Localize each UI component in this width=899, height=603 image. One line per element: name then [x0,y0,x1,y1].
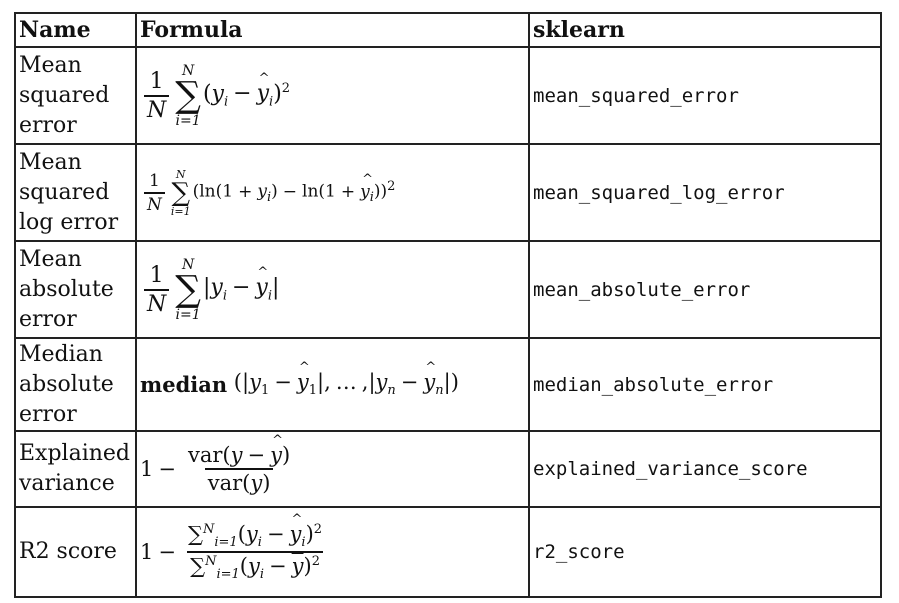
sklearn-function: r2_score [528,506,882,598]
metric-formula: 1 N N ∑ i=1 |yi−yi| [135,240,530,339]
metric-formula: 1 − var(y−y) var(y) [135,430,530,508]
header-name: Name [14,12,137,48]
table-row: R2 score 1 − ∑Ni=1(yi−yi)2 ∑Ni=1(yi−y)2 … [14,506,882,598]
exponent: 2 [311,554,320,569]
n-symbol: N [147,97,167,123]
ellipsis: … [335,370,357,395]
metric-formula: median (|y1−y1|,…,|yn−yn|) [135,337,530,432]
numerator: var(y−y) [185,433,293,468]
formula-medae: median (|y1−y1|,…,|yn−yn|) [140,360,525,398]
metric-name: Median absolute error [14,337,137,432]
denominator: var(y) [204,468,274,495]
sum-lower: i=1 [170,204,191,218]
formula-mae: 1 N N ∑ i=1 |yi−yi| [140,258,525,322]
sklearn-function: explained_variance_score [528,430,882,508]
exponent: 2 [387,179,396,195]
formula-explained-variance: 1 − var(y−y) var(y) [140,433,525,495]
numerator: 1 [149,170,160,191]
ln-operator: ln [302,182,319,203]
summation-symbol: N ∑ i=1 [175,256,201,323]
header-formula: Formula [135,12,530,48]
header-sklearn: sklearn [528,12,882,48]
numerator: 1 [149,262,164,288]
table-row: Mean squared log error 1 N N ∑ i=1 (ln(1… [14,143,882,242]
metric-name: Mean squared error [14,46,137,145]
denominator: N [144,94,170,123]
table-row: Mean squared error 1 N N ∑ i=1 (yi−yi)2 … [14,46,882,145]
denominator: N [144,288,170,317]
metric-name: Mean squared log error [14,143,137,242]
denominator: ∑Ni=1(yi−y)2 [187,551,323,582]
formula-msle: 1 N N ∑ i=1 (ln(1+yi)−ln(1+yi))2 [140,169,525,217]
formula-mse: 1 N N ∑ i=1 (yi−yi)2 [140,64,525,128]
fraction: 1 N [144,68,170,123]
table-row: Median absolute error median (|y1−y1|,…,… [14,337,882,432]
metric-formula: 1 − ∑Ni=1(yi−yi)2 ∑Ni=1(yi−y)2 [135,506,530,598]
metric-formula: 1 N N ∑ i=1 (yi−yi)2 [135,46,530,145]
fraction: ∑Ni=1(yi−yi)2 ∑Ni=1(yi−y)2 [185,512,325,582]
ln-operator: ln [199,182,216,203]
sklearn-function: mean_absolute_error [528,240,882,339]
fraction: 1 N [144,262,170,317]
fraction: var(y−y) var(y) [185,433,293,495]
metric-name: Mean absolute error [14,240,137,339]
summation-symbol: N ∑ i=1 [175,62,201,129]
var-operator: var [187,443,223,467]
var-operator: var [207,471,243,495]
numerator: ∑Ni=1(yi−yi)2 [185,512,325,551]
formula-r2: 1 − ∑Ni=1(yi−yi)2 ∑Ni=1(yi−y)2 [140,512,525,582]
sum-lower: i=1 [175,112,201,129]
sum-upper: N [205,554,217,569]
sum-upper: N [181,256,195,273]
table-row: Mean absolute error 1 N N ∑ i=1 |yi−yi| … [14,240,882,339]
sum-lower: i=1 [214,535,238,550]
exponent: 2 [313,521,323,537]
sum-lower: i=1 [175,306,201,323]
sklearn-function: mean_squared_error [528,46,882,145]
metric-name: Explained variance [14,430,137,508]
sum-upper: N [202,521,215,537]
sklearn-function: mean_squared_log_error [528,143,882,242]
summation-symbol: N ∑ i=1 [170,167,191,218]
denominator: N [144,191,165,215]
sum-lower: i=1 [216,567,240,583]
sum-upper: N [181,62,195,79]
one: 1 [140,457,154,481]
metric-formula: 1 N N ∑ i=1 (ln(1+yi)−ln(1+yi))2 [135,143,530,242]
exponent: 2 [281,81,291,97]
sum-upper: N [175,167,186,181]
median-operator: median [140,372,228,397]
table-row: Explained variance 1 − var(y−y) var(y) e… [14,430,882,508]
sklearn-function: median_absolute_error [528,337,882,432]
one: 1 [140,540,154,564]
n-symbol: N [147,291,167,317]
table-header-row: Name Formula sklearn [14,12,882,48]
n-symbol: N [147,194,162,215]
numerator: 1 [149,68,164,94]
metrics-table: Name Formula sklearn Mean squared error … [14,12,882,598]
metric-name: R2 score [14,506,137,598]
fraction: 1 N [144,171,165,215]
